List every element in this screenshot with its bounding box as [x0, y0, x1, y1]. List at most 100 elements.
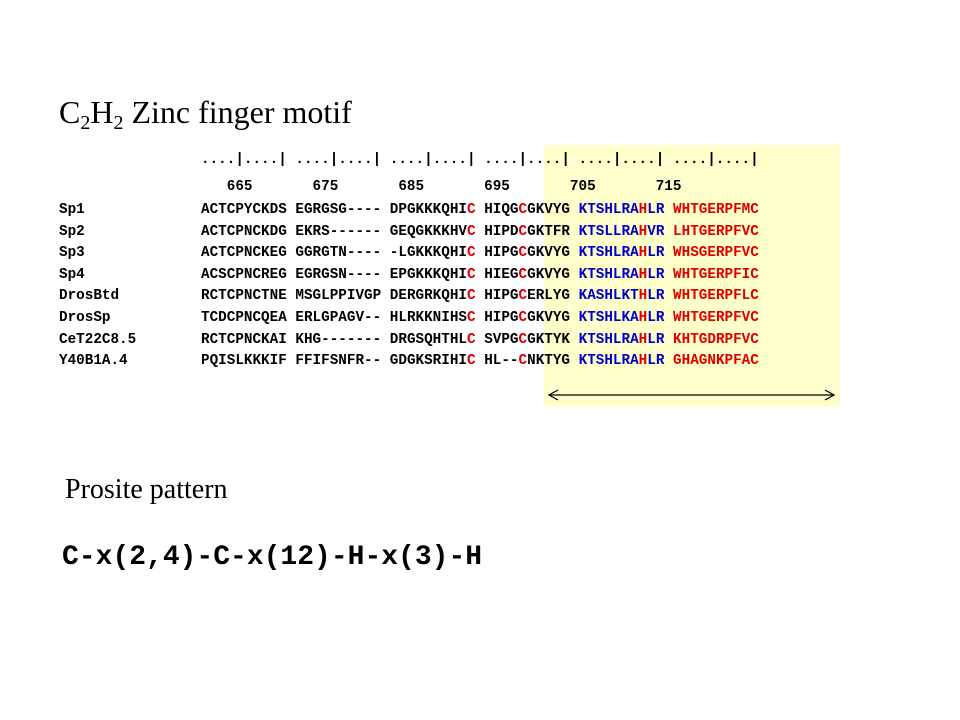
residue-block-b1: ACSCPNCREG	[201, 267, 287, 283]
residue-block-b5a: KTSHLKA	[578, 310, 639, 326]
residue-block-b5a: KASHLKT	[578, 288, 639, 304]
residue-block-b2: EGRGSN----	[295, 267, 382, 283]
residue-block-b5a: KTSHLRA	[578, 353, 639, 369]
residue-block-b3: DRGSQHTHL	[389, 332, 467, 348]
residue-block-c2: C	[518, 353, 528, 369]
sequence-name: DrosSp	[59, 310, 111, 326]
residue-block-b1: RCTCPNCTNE	[201, 288, 287, 304]
residue-block-b1: ACTCPYCKDS	[201, 202, 287, 218]
residue-block-c2: C	[518, 310, 528, 326]
residue-block-b4a: HL--	[484, 353, 519, 369]
residue-block-b5a: KTSHLRA	[578, 332, 639, 348]
residue-block-h1: H	[638, 224, 648, 240]
residue-block-b1: RCTCPNCKAI	[201, 332, 287, 348]
residue-block-b5a: KTSHLRA	[578, 267, 639, 283]
residue-block-b5b: LR	[647, 245, 665, 261]
residue-block-c1: C	[467, 332, 476, 348]
residue-block-b6: HSGERPFVC	[681, 245, 759, 261]
residue-block-b4b: ERLYG	[527, 288, 571, 304]
residue-block-c1: C	[467, 267, 476, 283]
residue-block-b3: DPGKKKQHI	[389, 202, 467, 218]
residue-block-b4b: GKVYG	[527, 245, 571, 261]
residue-block-b2: EKRS------	[295, 224, 382, 240]
residue-block-b5b: VR	[647, 224, 665, 240]
sequence-row: ACTCPNCKEG GGRGTN---- -LGKKKQHIC HIPGCGK…	[201, 246, 759, 260]
residue-block-h2: W	[673, 288, 682, 304]
residue-block-b5a: KTSHLRA	[578, 202, 639, 218]
motif-highlight-box	[544, 145, 840, 407]
residue-block-b3: GDGKSRIHI	[389, 353, 467, 369]
residue-block-b4a: HIPG	[484, 310, 519, 326]
residue-block-b2: EGRGSG----	[295, 202, 382, 218]
residue-block-b6: HTGERPFVC	[681, 310, 759, 326]
residue-block-b5b: LR	[647, 267, 665, 283]
motif-title: C2H2 Zinc finger motif	[59, 94, 352, 134]
residue-block-b6: HTGERPFLC	[681, 288, 759, 304]
prosite-pattern: C-x(2,4)-C-x(12)-H-x(3)-H	[62, 542, 483, 573]
residue-block-h1: H	[638, 245, 648, 261]
sequence-name: Y40B1A.4	[59, 353, 128, 369]
residue-block-b5a: KTSLLRA	[578, 224, 639, 240]
residue-block-b1: ACTCPNCKEG	[201, 245, 287, 261]
residue-block-b5b: LR	[647, 202, 665, 218]
residue-block-b4b: GKVYG	[527, 267, 571, 283]
residue-block-c2: C	[518, 245, 528, 261]
residue-block-c1: C	[467, 224, 476, 240]
residue-block-h2: G	[673, 353, 682, 369]
residue-block-b6: HAGNKPFAC	[681, 353, 759, 369]
residue-block-h2: W	[673, 245, 682, 261]
sequence-name: Sp3	[59, 245, 85, 261]
residue-block-b4a: HIEG	[484, 267, 519, 283]
sequence-row: PQISLKKKIF FFIFSNFR-- GDGKSRIHIC HL--CNK…	[201, 354, 759, 368]
residue-block-c2: C	[518, 267, 528, 283]
residue-block-b1: PQISLKKKIF	[201, 353, 287, 369]
residue-block-b4a: HIPG	[484, 288, 519, 304]
sequence-name: DrosBtd	[59, 288, 120, 304]
sequence-name: Sp1	[59, 202, 85, 218]
residue-block-b5b: LR	[647, 288, 665, 304]
residue-block-b2: GGRGTN----	[295, 245, 382, 261]
residue-block-h1: H	[638, 288, 648, 304]
residue-block-c2: C	[518, 332, 528, 348]
residue-block-b5b: LR	[647, 353, 665, 369]
residue-block-c1: C	[467, 310, 476, 326]
motif-span-arrow	[547, 389, 836, 401]
position-ruler: ....|....| ....|....| ....|....| ....|..…	[201, 152, 759, 168]
prosite-title: Prosite pattern	[65, 474, 228, 505]
residue-block-c1: C	[467, 353, 476, 369]
residue-block-b3: -LGKKKQHI	[389, 245, 467, 261]
residue-block-c1: C	[467, 288, 476, 304]
residue-block-c2: C	[518, 202, 528, 218]
residue-block-b3: GEQGKKKHV	[389, 224, 467, 240]
residue-block-h1: H	[638, 332, 648, 348]
residue-block-b3: DERGRKQHI	[389, 288, 467, 304]
residue-block-b4b: GKTYK	[527, 332, 571, 348]
sequence-name: Sp2	[59, 224, 85, 240]
residue-block-h2: K	[673, 332, 682, 348]
residue-block-b4a: HIPD	[484, 224, 519, 240]
residue-block-h1: H	[638, 310, 648, 326]
residue-block-b2: ERLGPAGV--	[295, 310, 382, 326]
residue-block-b2: MSGLPPIVGP	[295, 288, 382, 304]
residue-block-b6: HTGERPFIC	[681, 267, 759, 283]
residue-block-h1: H	[638, 202, 648, 218]
sequence-row: ACTCPNCKDG EKRS------ GEQGKKKHVC HIPDCGK…	[201, 225, 759, 239]
sequence-row: ACTCPYCKDS EGRGSG---- DPGKKKQHIC HIQGCGK…	[201, 203, 759, 217]
residue-block-b3: HLRKKNIHS	[389, 310, 467, 326]
residue-block-h2: W	[673, 202, 682, 218]
position-numbers: 665 675 685 695 705 715	[201, 179, 682, 195]
residue-block-c2: C	[518, 224, 528, 240]
residue-block-b2: KHG-------	[295, 332, 382, 348]
residue-block-b1: TCDCPNCQEA	[201, 310, 287, 326]
residue-block-b5b: LR	[647, 332, 665, 348]
residue-block-c1: C	[467, 245, 476, 261]
residue-block-b2: FFIFSNFR--	[295, 353, 382, 369]
sequence-name: CeT22C8.5	[59, 332, 137, 348]
residue-block-b4a: HIPG	[484, 245, 519, 261]
residue-block-b5b: LR	[647, 310, 665, 326]
sequence-name: Sp4	[59, 267, 85, 283]
residue-block-b4b: NKTYG	[527, 353, 571, 369]
residue-block-b6: HTGERPFVC	[681, 224, 759, 240]
residue-block-c1: C	[467, 202, 476, 218]
sequence-row: TCDCPNCQEA ERLGPAGV-- HLRKKNIHSC HIPGCGK…	[201, 311, 759, 325]
